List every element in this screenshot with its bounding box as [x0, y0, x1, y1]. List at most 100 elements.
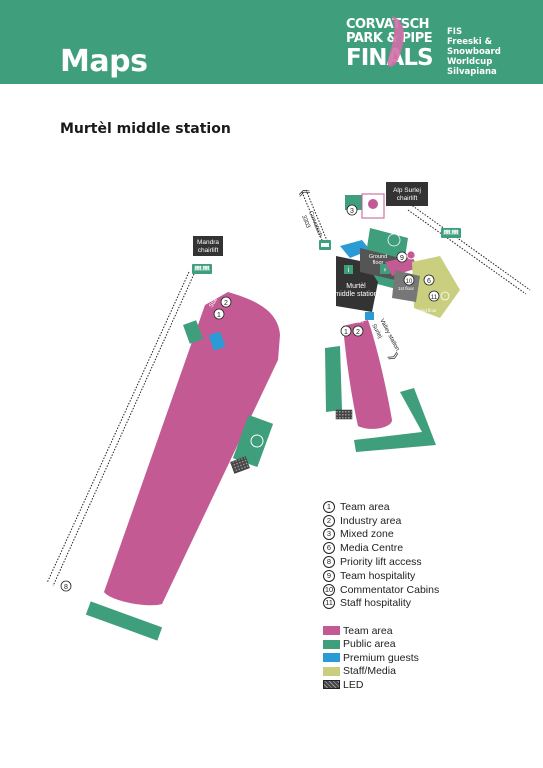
mandra-label-2: chairlift: [198, 247, 219, 254]
area-legend-item: Staff/Media: [323, 665, 419, 679]
led-screen-right: [335, 409, 353, 420]
legend-number: 3: [323, 528, 335, 541]
logo-line-1: CORVATSCH: [346, 17, 429, 32]
legend-item: 3 Mixed zone: [323, 528, 439, 542]
corvatsch-label-2: 3303: [300, 215, 311, 230]
area-legend-label: Staff/Media: [343, 665, 396, 678]
2nd-floor-label: 2nd floor: [419, 308, 437, 313]
logo-sub-line: Worldcup: [447, 57, 493, 67]
toilet-icon-glyph: ♀: [382, 267, 387, 274]
staff-media-area: [412, 256, 460, 318]
marker-group-left: 2 1 8: [60, 296, 232, 592]
murtel-label-2: middle station: [334, 291, 377, 298]
1st-floor-label: 1st floor: [398, 286, 415, 291]
marker-11: 11: [431, 295, 438, 301]
legend-number: 8: [323, 556, 335, 569]
info-icon-glyph: i: [348, 267, 350, 274]
ground-floor-label-2: floor: [373, 260, 384, 266]
area-legend-label: LED: [343, 678, 364, 691]
area-legend: Team area Public area Premium guests Sta…: [323, 624, 419, 692]
ground-floor-label-1: Ground: [369, 254, 387, 260]
lift-gate-icon-right: [441, 228, 461, 238]
legend-item: 9 Team hospitality: [323, 569, 439, 583]
legend-label: Mixed zone: [340, 528, 394, 541]
trophy-icon: [368, 199, 378, 209]
marker-6: 6: [427, 278, 431, 285]
marker-8: 8: [64, 584, 68, 591]
team-area-swatch: [323, 626, 340, 636]
legend-number: 1: [323, 500, 335, 513]
area-legend-item: LED: [323, 678, 419, 692]
turnstile-icon: ᚙᚙ: [193, 265, 211, 274]
public-area-side: [325, 346, 342, 412]
legend-number: 2: [323, 514, 335, 527]
toilet-icon: [380, 264, 390, 274]
marker-2: 2: [224, 300, 228, 307]
logo-sub-line: Snowboard: [447, 47, 501, 57]
legend-item: 1 Team area: [323, 500, 439, 514]
legend-item: 6 Media Centre: [323, 541, 439, 555]
area-legend-item: Public area: [323, 638, 419, 652]
mandra-chairlift-line: [46, 271, 195, 587]
legend-number: 11: [323, 597, 335, 610]
legend-label: Commentator Cabins: [340, 583, 440, 596]
mandra-chairlift-station: [193, 236, 223, 256]
restaurant-icon: [250, 434, 264, 448]
marker-1: 1: [217, 312, 221, 319]
cable-car-icon: [319, 240, 331, 250]
logo-sub-line: Freeski &: [447, 37, 492, 47]
premium-guests-swatch: [323, 653, 340, 663]
corvatsch-cable-line: [301, 189, 329, 246]
marker-9: 9: [400, 255, 404, 262]
alp-surlej-label-2: chairlift: [397, 195, 418, 202]
premium-area-block: [208, 331, 226, 351]
area-legend-item: Premium guests: [323, 651, 419, 665]
area-legend-label: Public area: [343, 638, 396, 651]
legend-label: Staff hospitality: [340, 597, 412, 610]
team-area-slope-left: [104, 292, 280, 606]
chevron-down-icon: ︾: [387, 350, 404, 368]
legend-item: 8 Priority lift access: [323, 555, 439, 569]
alp-surlej-label-1: Alp Surlej: [393, 187, 421, 194]
legend-item: 11 Staff hospitality: [323, 597, 439, 611]
marker-2-right: 2: [356, 329, 360, 336]
legend-label: Team hospitality: [340, 569, 416, 582]
legend-item: 10 Commentator Cabins: [323, 583, 439, 597]
public-area-block: [183, 320, 203, 344]
page-title: Maps: [60, 44, 148, 79]
public-area-swatch: [323, 639, 340, 649]
legend-label: Team area: [340, 500, 390, 513]
start-label-left: Start: [209, 295, 221, 309]
public-area-hospitality: [232, 414, 274, 468]
alp-surlej-station: [386, 182, 428, 206]
mandra-label-1: Mandra: [197, 239, 219, 246]
team-area-slope-right: [343, 320, 392, 429]
logo-swirl: [387, 16, 404, 67]
legend-number: 9: [323, 569, 335, 582]
area-legend-label: Team area: [343, 624, 393, 637]
info-icon: [344, 265, 353, 274]
legend-number: 10: [323, 583, 335, 596]
legend-label: Media Centre: [340, 542, 404, 555]
lift-gate-icon: [192, 264, 212, 274]
premium-area-ground: [340, 240, 370, 258]
murtel-label-1: Murtèl: [346, 283, 366, 290]
logo-sub-line: FIS: [447, 27, 463, 37]
legend-label: Priority lift access: [340, 556, 422, 569]
logo-subtitle: FIS Freeski & Snowboard Worldcup Silvapi…: [447, 27, 501, 77]
marker-3: 3: [350, 208, 354, 215]
start-label-right: Start: [352, 319, 364, 325]
map-subtitle: Murtèl middle station: [60, 121, 231, 137]
logo-sub-line: Silvapiana: [447, 67, 497, 77]
legend-number: 6: [323, 542, 335, 555]
hospitality-icon: [406, 250, 416, 260]
chevron-up-icon: ︽: [295, 182, 311, 199]
premium-area-start: [365, 312, 374, 320]
restaurant-icon-right: [387, 233, 401, 247]
team-hospitality-area: [385, 256, 418, 276]
public-area-finish-right: [354, 388, 436, 452]
area-legend-item: Team area: [323, 624, 419, 638]
marker-1-right: 1: [344, 329, 348, 336]
